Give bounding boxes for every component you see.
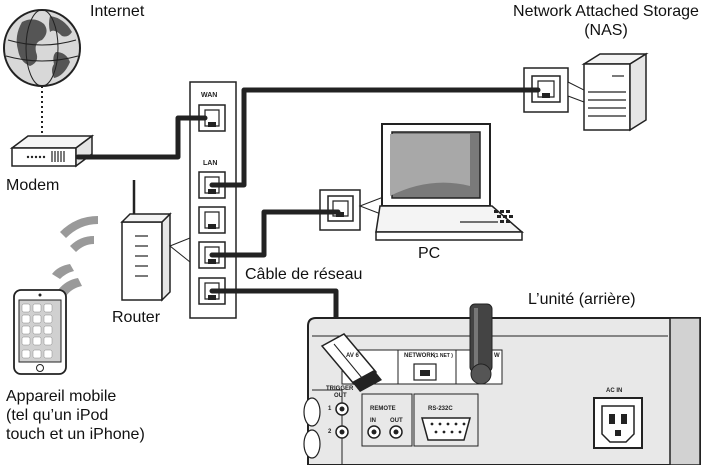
router-panel-callout: [169, 237, 191, 264]
lan-label: LAN: [203, 160, 218, 167]
nas-label-line2: (NAS): [584, 22, 628, 39]
trigger-1-label: 1: [328, 406, 332, 412]
trigger-out-label: OUT: [334, 393, 347, 399]
rs232c-label: RS-232C: [428, 406, 453, 412]
modem-icon: [9, 134, 95, 168]
cable-label: Câble de réseau: [245, 266, 363, 283]
ac-in-label: AC IN: [606, 388, 623, 394]
router-icon: [120, 180, 172, 302]
trigger-label: TRIGGER: [326, 386, 354, 392]
mobile-label-line1: Appareil mobile: [6, 388, 117, 405]
mobile-label-line3: touch et un iPhone): [6, 426, 145, 443]
router-label: Router: [112, 309, 161, 326]
network-cable-plug: [320, 333, 382, 392]
network-sub-label: (1 NET ): [434, 353, 453, 359]
globe-icon: [3, 9, 81, 87]
wireless-signal-icon: [52, 216, 98, 296]
wan-label: WAN: [201, 92, 218, 99]
remote-label: REMOTE: [370, 406, 396, 412]
unit-label: L’unité (arrière): [528, 291, 636, 308]
pc-icon: [375, 123, 525, 241]
remote-in-label: IN: [370, 418, 376, 424]
wireless-label: W: [494, 353, 500, 359]
ac-inlet: [593, 397, 643, 449]
mobile-label-line2: (tel qu’un iPod: [6, 407, 109, 424]
nas-callout: [567, 81, 585, 103]
mobile-device-icon: [13, 289, 67, 375]
remote-out-label: OUT: [390, 418, 403, 424]
pc-label: PC: [418, 245, 441, 262]
nas-label-line1: Network Attached Storage: [513, 3, 699, 20]
internet-label: Internet: [90, 3, 145, 20]
wireless-antenna: [469, 303, 493, 385]
nas-icon: [581, 52, 649, 132]
network-port-label: NETWORK: [404, 353, 435, 359]
av-label: AV 6: [346, 353, 359, 359]
modem-label: Modem: [6, 177, 60, 194]
lan-port-2: [198, 206, 226, 234]
trigger-2-label: 2: [328, 429, 332, 435]
